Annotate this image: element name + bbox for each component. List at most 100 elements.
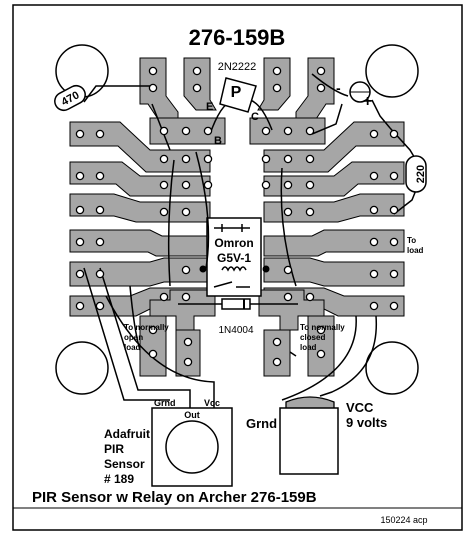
transistor-pin-e: E — [206, 101, 213, 113]
pad-hole — [181, 292, 191, 302]
diagram-title: 276-159B — [189, 25, 286, 50]
trace-bottom-4 — [307, 315, 335, 377]
normally-closed-line3: load — [300, 343, 317, 352]
trace-right-row-2 — [263, 161, 405, 197]
normally-open-line2: open — [124, 333, 143, 342]
pad-hole — [305, 292, 315, 302]
diode-label: 1N4004 — [218, 325, 253, 336]
mounting-hole-bottom-left — [55, 341, 109, 395]
pad-hole — [75, 269, 85, 279]
pad-hole — [305, 154, 315, 164]
pad-hole — [389, 171, 399, 181]
pad-hole — [316, 325, 326, 335]
pad-hole — [75, 205, 85, 215]
pad-hole — [272, 357, 282, 367]
pad-hole — [159, 126, 169, 136]
trace-top-3 — [257, 57, 291, 111]
pad-hole — [261, 126, 271, 136]
normally-open-line1: To normally — [124, 323, 169, 332]
pad-hole — [192, 83, 202, 93]
trace-bottom-2 — [175, 329, 201, 377]
mounting-hole-top-right — [365, 44, 419, 98]
pad-hole — [261, 180, 271, 190]
pad-hole — [148, 349, 158, 359]
pad-hole — [203, 126, 213, 136]
transistor-pin-c: C — [251, 111, 259, 123]
pad-hole — [316, 83, 326, 93]
footer-title: PIR Sensor w Relay on Archer 276-159B — [32, 489, 317, 506]
diode-symbol — [178, 298, 298, 310]
battery-vcc-line2: 9 volts — [346, 415, 387, 430]
trace-left-row-2 — [69, 161, 211, 197]
pad-hole — [305, 126, 315, 136]
led-minus-label: - — [336, 80, 341, 96]
normally-closed-line1: To normally — [300, 323, 345, 332]
relay-coil-symbol — [221, 266, 247, 272]
pad-hole — [369, 237, 379, 247]
normally-closed-line2: closed — [300, 333, 325, 342]
pad-hole — [148, 66, 158, 76]
trace-right-row-1 — [263, 121, 405, 173]
pad-hole — [95, 301, 105, 311]
pad-hole — [181, 154, 191, 164]
transistor-symbol-label: P — [231, 84, 242, 101]
trace-right-row-4 — [263, 229, 405, 257]
resistor-470 — [54, 84, 86, 112]
relay-body — [206, 217, 262, 297]
led-plus-label: + — [363, 93, 372, 110]
pad-hole — [181, 126, 191, 136]
pad-hole — [159, 154, 169, 164]
pad-hole — [283, 126, 293, 136]
pir-name-line3: Sensor — [104, 457, 145, 471]
pad-hole — [181, 180, 191, 190]
pad-hole — [148, 325, 158, 335]
pad-hole — [272, 66, 282, 76]
trace-top-2 — [183, 57, 217, 111]
pad-hole — [183, 337, 193, 347]
pad-hole — [95, 205, 105, 215]
transistor-pin-b: B — [214, 135, 222, 147]
relay-switch-symbol — [213, 224, 250, 288]
battery-9v — [279, 396, 339, 475]
relay-label-line1: Omron — [214, 236, 253, 250]
pad-hole — [75, 237, 85, 247]
pad-hole — [283, 265, 293, 275]
trace-right-row-5 — [263, 257, 405, 287]
pad-hole — [316, 66, 326, 76]
relay-label-line2: G5V-1 — [217, 251, 251, 265]
resistor-220 — [405, 155, 427, 193]
pad-hole — [389, 205, 399, 215]
pad-hole — [389, 269, 399, 279]
mounting-hole-bottom-right — [365, 341, 419, 395]
transistor-part-label: 2N2222 — [218, 61, 257, 73]
pad-hole — [369, 205, 379, 215]
pad-hole — [272, 83, 282, 93]
pad-hole — [159, 292, 169, 302]
pad-hole — [283, 154, 293, 164]
pad-hole — [261, 154, 271, 164]
pad-hole — [389, 237, 399, 247]
pad-hole — [203, 154, 213, 164]
pad-hole — [305, 207, 315, 217]
pad-hole — [95, 129, 105, 139]
pad-hole — [75, 129, 85, 139]
pad-hole — [181, 207, 191, 217]
pad-hole — [148, 83, 158, 93]
pad-hole — [95, 171, 105, 181]
pad-hole — [203, 180, 213, 190]
pad-hole — [305, 180, 315, 190]
pad-hole — [181, 265, 191, 275]
relay-pin-dot-left — [199, 265, 207, 273]
to-load-line1: To — [407, 236, 416, 245]
trace-right-row-3 — [263, 193, 405, 223]
pad-hole — [283, 207, 293, 217]
pad-hole — [369, 269, 379, 279]
pad-hole — [272, 337, 282, 347]
to-load-line2: load — [407, 246, 424, 255]
pad-hole — [159, 207, 169, 217]
pir-grnd-label: Grnd — [154, 398, 176, 408]
trace-left-row-1 — [69, 121, 211, 173]
pad-hole — [369, 301, 379, 311]
pir-out-label: Out — [184, 410, 200, 420]
